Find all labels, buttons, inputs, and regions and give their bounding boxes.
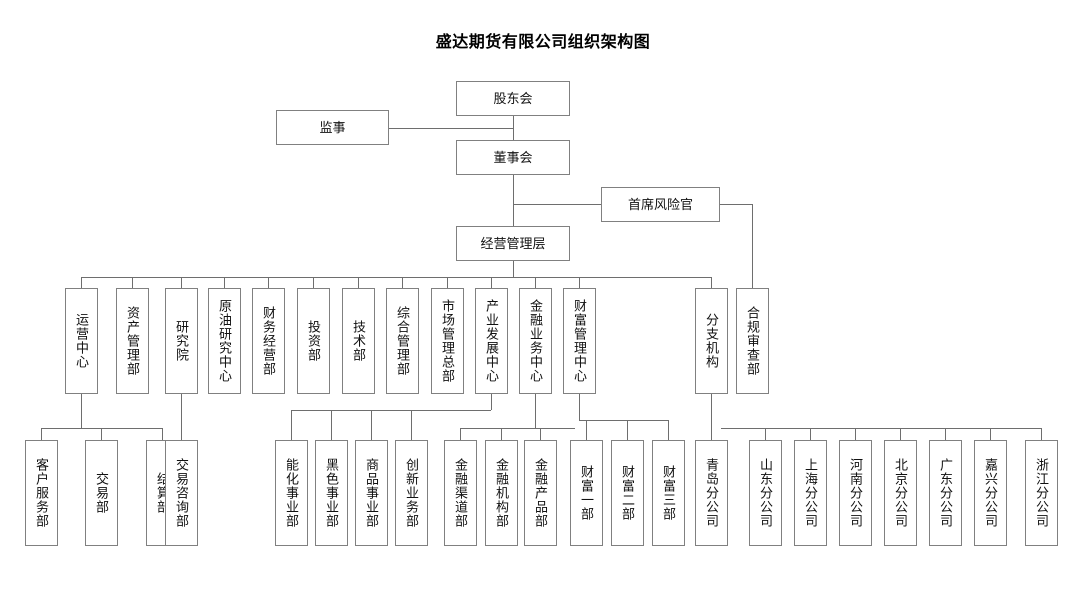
branch-jiaxing[interactable]: 嘉兴分公司 <box>974 440 1007 546</box>
dept-technology[interactable]: 技术部 <box>342 288 375 394</box>
dept-asset-management[interactable]: 资产管理部 <box>116 288 149 394</box>
connector-industry-drop <box>491 394 492 410</box>
node-supervisor[interactable]: 监事 <box>276 110 389 145</box>
node-chief-risk-officer[interactable]: 首席风险官 <box>601 187 720 222</box>
connector-research-child <box>181 394 182 440</box>
dept-compliance-review[interactable]: 合规审查部 <box>736 288 769 394</box>
connector-branch-child-5 <box>900 428 901 440</box>
sub-ferrous-division[interactable]: 黑色事业部 <box>315 440 348 546</box>
dept-operations-center[interactable]: 运营中心 <box>65 288 98 394</box>
branch-zhejiang[interactable]: 浙江分公司 <box>1025 440 1058 546</box>
sub-financial-product[interactable]: 金融产品部 <box>524 440 557 546</box>
dept-wealth-management-center[interactable]: 财富管理中心 <box>563 288 596 394</box>
connector-financial-drop <box>535 394 536 428</box>
connector-drop-investment <box>313 277 314 288</box>
connector-drop-general-management <box>402 277 403 288</box>
connector-drop-asset-management <box>132 277 133 288</box>
sub-customer-service[interactable]: 客户服务部 <box>25 440 58 546</box>
connector-drop-wealth-management-center <box>579 277 580 288</box>
dept-finance-operations[interactable]: 财务经营部 <box>252 288 285 394</box>
sub-financial-institution[interactable]: 金融机构部 <box>485 440 518 546</box>
connector-drop-branches <box>711 277 712 288</box>
connector-shareholders-board <box>513 116 514 140</box>
dept-crude-oil-research-center[interactable]: 原油研究中心 <box>208 288 241 394</box>
connector-industry-elbow <box>291 410 491 411</box>
branch-shandong[interactable]: 山东分公司 <box>749 440 782 546</box>
connector-management-bus-drop <box>513 261 514 277</box>
node-shareholders[interactable]: 股东会 <box>456 81 570 116</box>
connector-management-bus <box>81 277 711 278</box>
sub-financial-channel[interactable]: 金融渠道部 <box>444 440 477 546</box>
sub-commodity-division[interactable]: 商品事业部 <box>355 440 388 546</box>
connector-cro-right <box>720 204 752 205</box>
connector-financial-child-2 <box>501 428 502 440</box>
connector-industry-child-3 <box>371 410 372 440</box>
connector-wealth-child-1 <box>586 420 587 440</box>
connector-branch-child-6 <box>945 428 946 440</box>
connector-financial-bar <box>460 428 575 429</box>
connector-branches-bar <box>721 428 1041 429</box>
connector-wealth-bar <box>579 420 668 421</box>
connector-branch-child-4 <box>855 428 856 440</box>
connector-branches-drop <box>711 394 712 428</box>
connector-branch-child-7 <box>990 428 991 440</box>
connector-drop-finance-operations <box>268 277 269 288</box>
connector-drop-financial-business-center <box>535 277 536 288</box>
connector-wealth-child-3 <box>668 420 669 440</box>
connector-cro-compliance <box>752 204 753 288</box>
node-management-layer[interactable]: 经营管理层 <box>456 226 570 261</box>
connector-industry-child-1 <box>291 410 292 440</box>
connector-drop-operations-center <box>81 277 82 288</box>
connector-drop-technology <box>358 277 359 288</box>
connector-operations-child-1 <box>41 428 42 440</box>
connector-drop-industry-development-center <box>491 277 492 288</box>
connector-cro-trunk <box>513 204 601 205</box>
dept-branches[interactable]: 分支机构 <box>695 288 728 394</box>
branch-guangdong[interactable]: 广东分公司 <box>929 440 962 546</box>
sub-energy-chemical-division[interactable]: 能化事业部 <box>275 440 308 546</box>
connector-operations-drop <box>81 394 82 428</box>
page-title: 盛达期货有限公司组织架构图 <box>435 34 651 51</box>
connector-branch-child-1 <box>711 428 712 440</box>
connector-branch-child-3 <box>810 428 811 440</box>
dept-general-management[interactable]: 综合管理部 <box>386 288 419 394</box>
sub-trading-consulting[interactable]: 交易咨询部 <box>165 440 198 546</box>
branch-henan[interactable]: 河南分公司 <box>839 440 872 546</box>
connector-drop-research-institute <box>181 277 182 288</box>
sub-wealth-one[interactable]: 财富一部 <box>570 440 603 546</box>
connector-financial-child-3 <box>540 428 541 440</box>
dept-market-management-hq[interactable]: 市场管理总部 <box>431 288 464 394</box>
connector-operations-child-3 <box>162 428 163 440</box>
connector-branch-child-8 <box>1041 428 1042 440</box>
connector-industry-child-4 <box>411 410 412 440</box>
dept-investment[interactable]: 投资部 <box>297 288 330 394</box>
connector-industry-child-2 <box>331 410 332 440</box>
sub-innovation-business[interactable]: 创新业务部 <box>395 440 428 546</box>
connector-wealth-drop <box>579 394 580 420</box>
connector-financial-child-1 <box>460 428 461 440</box>
connector-wealth-child-2 <box>627 420 628 440</box>
connector-branch-child-2 <box>765 428 766 440</box>
dept-industry-development-center[interactable]: 产业发展中心 <box>475 288 508 394</box>
sub-wealth-three[interactable]: 财富三部 <box>652 440 685 546</box>
connector-board-management <box>513 175 514 226</box>
branch-shanghai[interactable]: 上海分公司 <box>794 440 827 546</box>
sub-wealth-two[interactable]: 财富二部 <box>611 440 644 546</box>
dept-research-institute[interactable]: 研究院 <box>165 288 198 394</box>
sub-trading[interactable]: 交易部 <box>85 440 118 546</box>
branch-qingdao[interactable]: 青岛分公司 <box>695 440 728 546</box>
branch-beijing[interactable]: 北京分公司 <box>884 440 917 546</box>
connector-supervisor-trunk <box>389 128 513 129</box>
node-board-of-directors[interactable]: 董事会 <box>456 140 570 175</box>
dept-financial-business-center[interactable]: 金融业务中心 <box>519 288 552 394</box>
connector-drop-market-management-hq <box>447 277 448 288</box>
connector-operations-child-2 <box>101 428 102 440</box>
connector-drop-crude-oil-research-center <box>224 277 225 288</box>
